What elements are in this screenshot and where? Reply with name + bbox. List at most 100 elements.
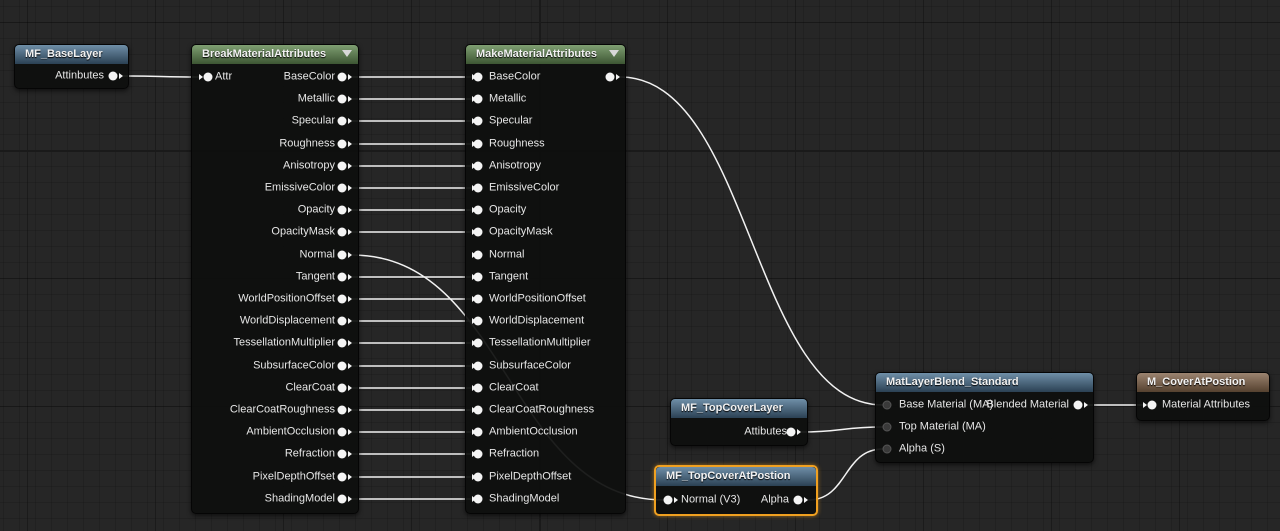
break-output-pin[interactable] (337, 250, 347, 260)
pin-arrow-icon (348, 118, 352, 124)
node-m-cover-at-position[interactable]: M_CoverAtPostion (1136, 372, 1270, 421)
make-input-pin[interactable] (473, 139, 483, 149)
wire-base-layer-to-break[interactable] (122, 75, 200, 78)
node-title: MF_TopCoverLayer (671, 399, 807, 418)
make-input-label: SubsurfaceColor (489, 359, 571, 372)
break-output-pin[interactable] (337, 72, 347, 82)
make-input-pin[interactable] (473, 205, 483, 215)
break-output-label: Anisotropy (283, 159, 335, 172)
break-output-pin[interactable] (337, 449, 347, 459)
pin-arrow-icon (797, 429, 801, 435)
make-input-pin[interactable] (473, 449, 483, 459)
break-output-pin[interactable] (337, 494, 347, 504)
break-output-pin[interactable] (337, 338, 347, 348)
break-output-label: TessellationMultiplier (233, 336, 336, 349)
make-input-label: EmissiveColor (489, 181, 560, 194)
node-make-material-attributes[interactable]: MakeMaterialAttributes (465, 44, 626, 514)
collapse-arrow-icon[interactable] (342, 50, 352, 57)
break-output-pin[interactable] (337, 383, 347, 393)
node-title: MatLayerBlend_Standard (876, 373, 1093, 392)
wire-alpha-to-blend-alpha[interactable] (807, 448, 884, 501)
make-input-pin[interactable] (473, 316, 483, 326)
break-output-pin[interactable] (337, 361, 347, 371)
node-header: BreakMaterialAttributes (192, 45, 358, 64)
break-output-pin[interactable] (337, 316, 347, 326)
make-input-pin[interactable] (473, 94, 483, 104)
break-output-pin[interactable] (337, 405, 347, 415)
make-input-label: TessellationMultiplier (489, 336, 591, 349)
break-output-pin[interactable] (337, 161, 347, 171)
input-pin-base-material[interactable] (882, 400, 892, 410)
collapse-arrow-icon[interactable] (609, 50, 619, 57)
input-pin-attr[interactable] (203, 72, 213, 82)
break-output-pin[interactable] (337, 294, 347, 304)
wire-top-cover-layer-to-top-material[interactable] (800, 426, 884, 433)
make-input-pin[interactable] (473, 494, 483, 504)
node-header: MakeMaterialAttributes (466, 45, 625, 64)
make-input-pin[interactable] (473, 116, 483, 126)
break-output-pin[interactable] (337, 427, 347, 437)
output-pin-make-result[interactable] (605, 72, 615, 82)
pin-arrow-icon (348, 451, 352, 457)
break-output-pin[interactable] (337, 94, 347, 104)
node-mat-layer-blend-standard[interactable]: MatLayerBlend_Standard (875, 372, 1094, 463)
make-input-pin[interactable] (473, 250, 483, 260)
make-input-pin[interactable] (473, 472, 483, 482)
output-pin-top-cover-layer[interactable] (786, 427, 796, 437)
pin-arrow-icon (348, 274, 352, 280)
pin-arrow-icon (348, 496, 352, 502)
pin-arrow-icon (616, 74, 620, 80)
pin-arrow-icon (348, 318, 352, 324)
pin-label-alpha: Alpha (760, 493, 789, 506)
output-pin-alpha[interactable] (793, 495, 803, 505)
node-break-material-attributes[interactable]: BreakMaterialAttributes (191, 44, 359, 514)
output-pin-blended-material[interactable] (1073, 400, 1083, 410)
node-title: MF_BaseLayer (15, 45, 128, 64)
pin-arrow-icon (119, 73, 123, 79)
make-input-pin[interactable] (473, 294, 483, 304)
break-output-pin[interactable] (337, 272, 347, 282)
wire-make-to-base-material[interactable] (619, 76, 884, 406)
make-input-label: Specular (489, 114, 533, 127)
make-input-pin[interactable] (473, 161, 483, 171)
break-output-label: Metallic (297, 92, 335, 105)
pin-arrow-icon (348, 340, 352, 346)
pin-arrow-icon (348, 363, 352, 369)
node-mf-top-cover-at-position[interactable]: MF_TopCoverAtPostion (654, 465, 818, 516)
output-pin-attributes[interactable] (108, 71, 118, 81)
break-output-pin[interactable] (337, 116, 347, 126)
node-mf-top-cover-layer[interactable]: MF_TopCoverLayer (670, 398, 808, 446)
make-input-pin[interactable] (473, 338, 483, 348)
make-input-pin[interactable] (473, 383, 483, 393)
pin-arrow-icon (1084, 402, 1088, 408)
make-input-label: ShadingModel (489, 492, 560, 505)
make-input-pin[interactable] (473, 427, 483, 437)
make-input-label: AmbientOcclusion (489, 425, 578, 438)
make-input-pin[interactable] (473, 361, 483, 371)
break-output-pin[interactable] (337, 472, 347, 482)
pin-label-attibutes: Attibutes (744, 425, 787, 438)
input-pin-alpha-s[interactable] (882, 444, 892, 454)
pin-arrow-icon (348, 74, 352, 80)
break-output-pin[interactable] (337, 227, 347, 237)
pin-arrow-icon (1143, 402, 1147, 408)
pin-arrow-icon (348, 185, 352, 191)
pin-label-base-material: Base Material (MA) (899, 398, 994, 411)
pin-label-alpha-s: Alpha (S) (899, 442, 945, 455)
break-output-pin[interactable] (337, 183, 347, 193)
input-pin-material-attributes[interactable] (1147, 400, 1157, 410)
make-input-pin[interactable] (473, 405, 483, 415)
input-pin-normal-v3[interactable] (663, 495, 673, 505)
make-input-pin[interactable] (473, 72, 483, 82)
node-mf-base-layer[interactable]: MF_BaseLayer (14, 44, 129, 89)
break-output-pin[interactable] (337, 205, 347, 215)
break-output-label: EmissiveColor (264, 181, 335, 194)
break-output-pin[interactable] (337, 139, 347, 149)
pin-arrow-icon (348, 385, 352, 391)
make-input-pin[interactable] (473, 183, 483, 193)
input-pin-top-material[interactable] (882, 422, 892, 432)
pin-arrow-icon (674, 497, 678, 503)
make-input-pin[interactable] (473, 272, 483, 282)
make-input-pin[interactable] (473, 227, 483, 237)
